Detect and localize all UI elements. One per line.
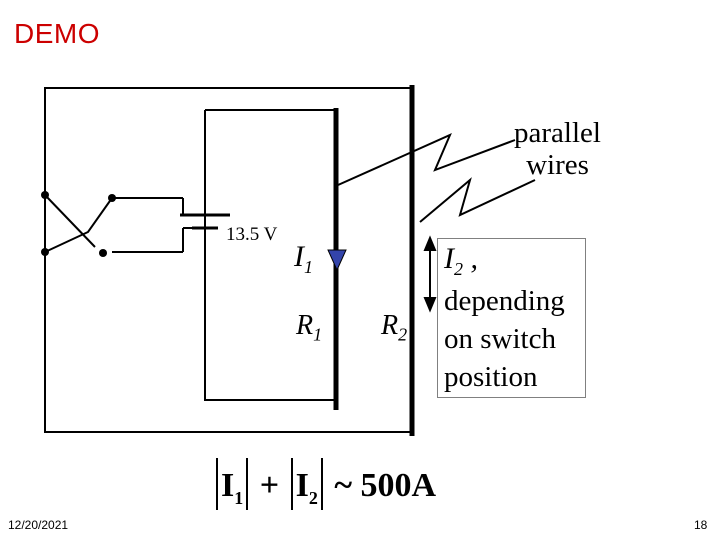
current-1-arrow-icon [327,249,347,272]
wire-label-leader-2 [419,177,536,223]
current-2-description: depending on switch position [444,285,565,393]
current-2-double-arrow-icon [423,235,437,313]
parallel-wires-label: parallel wires [514,117,601,181]
current-equation: I1 + I2 ~ 500A [213,458,436,510]
slide-date: 12/20/2021 [8,518,69,532]
current-2-box [437,238,586,398]
switch-contact [99,249,107,257]
resistor-1-label: R1 [296,310,323,345]
current-2-label: I2 , [444,242,478,279]
inner-loop-wire [204,109,336,401]
resistor-2-label: R2 [381,310,408,345]
switch-blade-2 [44,197,113,253]
battery-voltage-label: 13.5 V [226,224,278,245]
slide-page-number: 18 [694,518,708,532]
switch-contact [41,191,49,199]
switch-contact [41,248,49,256]
slide-title: DEMO [14,18,100,49]
outer-loop-wire [44,87,413,433]
current-1-label: I1 [294,240,313,277]
wire-label-leader-1 [337,133,516,186]
switch-blade-1 [44,194,96,248]
switch-wire-right [112,197,184,253]
switch-contact [108,194,116,202]
